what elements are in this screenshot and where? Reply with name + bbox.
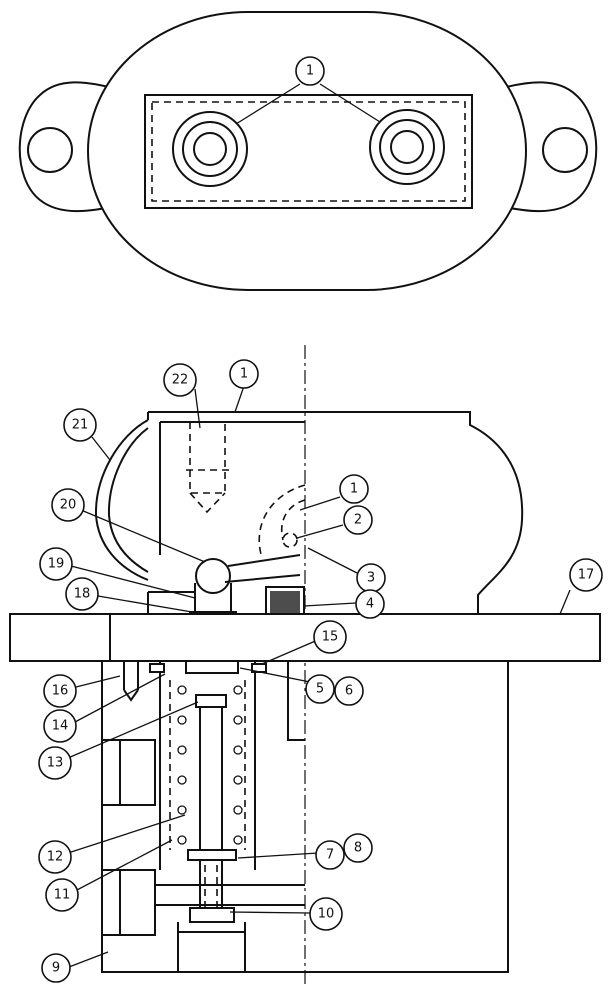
port-right — [369, 109, 445, 185]
callout-label: 2 — [354, 513, 362, 528]
bulge-housing — [94, 419, 149, 581]
callout-22: 22 — [163, 363, 197, 397]
callout-label: 1 — [350, 482, 358, 497]
inner-bore — [159, 661, 256, 870]
callout-label: 22 — [172, 373, 189, 388]
valve-head-outline — [147, 411, 524, 614]
callout-10: 10 — [309, 897, 343, 931]
callout-9: 9 — [41, 953, 71, 983]
upper-port — [102, 739, 156, 806]
callout-1-top: 1 — [295, 56, 325, 86]
mounting-flange — [9, 613, 601, 662]
callout-label: 4 — [366, 597, 374, 612]
callout-label: 9 — [52, 961, 60, 976]
washer-7 — [187, 849, 237, 861]
callout-4: 4 — [355, 589, 385, 619]
section-view — [9, 345, 601, 985]
rod-hidden — [204, 865, 218, 915]
callout-15: 15 — [313, 620, 347, 654]
hidden-outline — [151, 101, 466, 202]
callout-6: 6 — [334, 676, 364, 706]
callout-14: 14 — [43, 709, 77, 743]
callout-1-b: 1 — [339, 474, 369, 504]
callout-label: 17 — [578, 568, 595, 583]
callout-21: 21 — [63, 408, 97, 442]
plug-hidden — [186, 422, 229, 514]
callout-label: 15 — [322, 630, 339, 645]
cover-plate-left — [159, 421, 305, 555]
callout-17: 17 — [569, 558, 603, 592]
right-ear-hole — [542, 127, 588, 173]
callout-5: 5 — [305, 674, 335, 704]
callout-label: 11 — [54, 888, 71, 903]
callout-label: 8 — [354, 841, 362, 856]
bulge-housing-inner — [107, 427, 149, 573]
flange-left-step — [9, 613, 111, 662]
callout-12: 12 — [38, 840, 72, 874]
o-ring-left — [149, 663, 165, 673]
top-view — [18, 11, 598, 291]
callout-label: 12 — [47, 850, 64, 865]
callout-8: 8 — [343, 833, 373, 863]
callout-2: 2 — [343, 505, 373, 535]
retainer-13 — [195, 694, 227, 708]
bottom-cap — [189, 907, 235, 923]
callout-label: 13 — [47, 756, 64, 771]
lever-arm — [224, 554, 301, 583]
callout-label: 7 — [326, 848, 334, 863]
seat-ring — [185, 660, 239, 674]
callout-7: 7 — [315, 840, 345, 870]
callout-label: 1 — [240, 367, 248, 382]
callout-label: 20 — [60, 498, 77, 513]
callout-label: 14 — [52, 719, 69, 734]
callout-1-a: 1 — [229, 359, 259, 389]
callout-19: 19 — [39, 547, 73, 581]
callout-label: 5 — [316, 682, 324, 697]
inner-rod — [199, 707, 223, 920]
port-left — [172, 111, 248, 187]
inner-plate — [144, 94, 473, 209]
callout-11: 11 — [45, 878, 79, 912]
callout-3: 3 — [356, 563, 386, 593]
pivot-ball — [195, 558, 231, 594]
callout-20: 20 — [51, 488, 85, 522]
cam-hidden — [258, 484, 306, 559]
leader-lines — [67, 385, 571, 968]
spring-coils — [177, 685, 243, 845]
callout-label: 1 — [306, 64, 314, 79]
callout-label: 19 — [48, 557, 65, 572]
callout-label: 18 — [74, 587, 91, 602]
left-ear-hole — [27, 127, 73, 173]
lower-body — [101, 661, 509, 973]
bottom-plug — [177, 922, 246, 972]
callout-label: 6 — [345, 684, 353, 699]
callout-16: 16 — [43, 674, 77, 708]
lower-port — [102, 869, 305, 936]
screw — [123, 662, 139, 702]
callout-18: 18 — [65, 577, 99, 611]
oval-body — [87, 11, 527, 291]
callout-label: 21 — [72, 418, 89, 433]
drain-fitting — [287, 661, 305, 741]
callout-label: 3 — [367, 571, 375, 586]
pin-hidden — [282, 532, 298, 548]
callout-13: 13 — [38, 746, 72, 780]
callout-label: 10 — [318, 907, 335, 922]
callout-label: 16 — [52, 684, 69, 699]
